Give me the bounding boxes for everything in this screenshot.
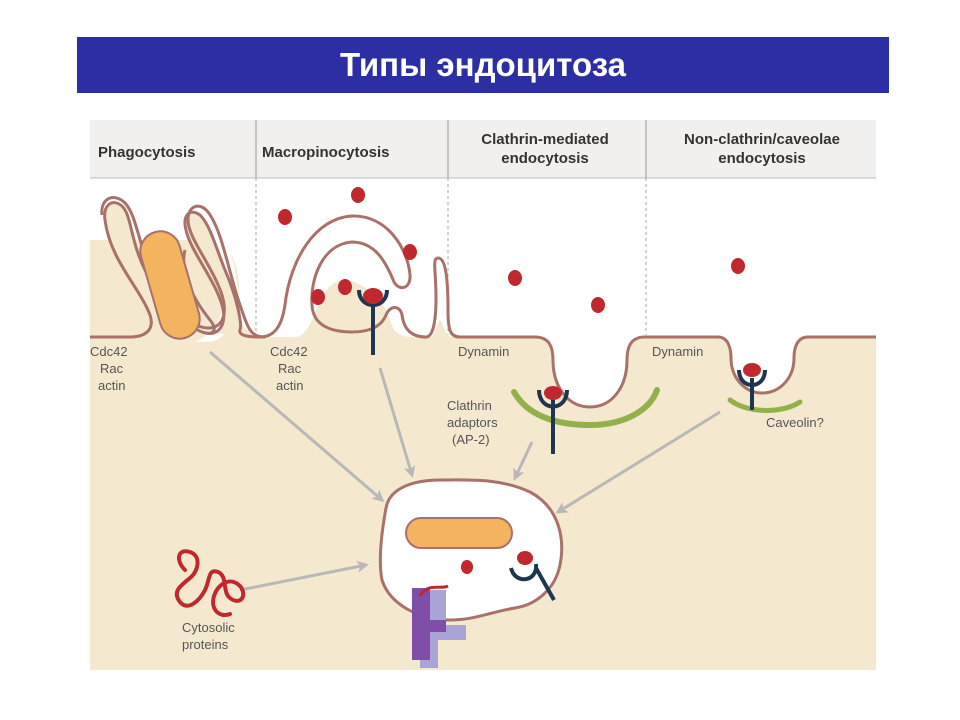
label-phago-rac: Rac (100, 361, 124, 376)
receptor-caveolae (737, 363, 767, 410)
proteasome (412, 584, 466, 668)
heading-clathrin-line2: endocytosis (501, 150, 589, 167)
label-dynamin-caveolae: Dynamin (652, 344, 703, 359)
label-cytosolic: Cytosolic (182, 620, 235, 635)
heading-phagocytosis: Phagocytosis (98, 144, 196, 161)
cytosolic-labels: Cytosolic proteins (182, 620, 235, 652)
page-title: Типы эндоцитоза (339, 46, 627, 83)
label-clathrin: Clathrin (447, 398, 492, 413)
label-proteins: proteins (182, 637, 229, 652)
label-macro-cdc42: Cdc42 (270, 344, 308, 359)
clathrin-adaptor-labels: Clathrin adaptors (AP-2) (447, 398, 498, 447)
endocytosis-diagram: Phagocytosis Macropinocytosis Clathrin-m… (90, 120, 876, 670)
receptor-macropinocytosis (357, 288, 389, 355)
endosome (378, 478, 564, 622)
title-banner: Типы эндоцитоза (77, 37, 889, 93)
heading-nonclathrin-line1: Non-clathrin/caveolae (684, 131, 840, 148)
label-caveolin: Caveolin? (766, 415, 824, 430)
heading-macropinocytosis: Macropinocytosis (262, 144, 390, 161)
endosome-particle (461, 560, 473, 574)
label-adaptors: adaptors (447, 415, 498, 430)
internalized-bacterium (405, 517, 513, 549)
endosome-receptor (509, 551, 556, 601)
receptor-clathrin (537, 386, 569, 454)
macropinocytosis-ruffle (259, 214, 461, 339)
phagocytosis-pseudopod-right (183, 210, 261, 339)
label-ap2: (AP-2) (452, 432, 490, 447)
header-panel (90, 120, 876, 178)
heading-nonclathrin-line2: endocytosis (718, 150, 806, 167)
clathrin-coat (511, 387, 660, 429)
macropinocytosis-labels: Cdc42 Rac actin (270, 344, 308, 393)
phagocytosis-labels: Cdc42 Rac actin (90, 344, 128, 393)
cytoplasm-body (90, 252, 876, 670)
pathway-arrows (209, 350, 721, 592)
phagocytosis-cup (100, 196, 266, 339)
caveolin-coat (727, 397, 803, 413)
label-macro-actin: actin (276, 378, 303, 393)
label-macro-rac: Rac (278, 361, 302, 376)
label-phago-cdc42: Cdc42 (90, 344, 128, 359)
extracellular-particles (278, 187, 745, 313)
cytosolic-protein (174, 549, 246, 617)
label-dynamin-clathrin: Dynamin (458, 344, 509, 359)
bacterium-particle (139, 230, 201, 340)
heading-clathrin-line1: Clathrin-mediated (481, 131, 609, 148)
label-phago-actin: actin (98, 378, 125, 393)
